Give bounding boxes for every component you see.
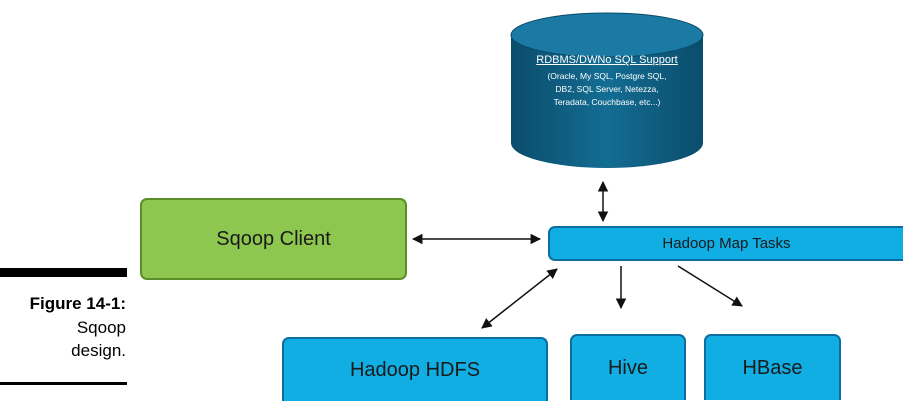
hadoop-hdfs-node: Hadoop HDFS [282, 337, 548, 401]
sqoop-client-node: Sqoop Client [140, 198, 407, 280]
database-cylinder [510, 12, 704, 168]
figure-caption-line-2: design. [71, 341, 126, 360]
database-line-2: DB2, SQL Server, Netezza, [555, 84, 659, 94]
maptasks-to-hbase-arrow [677, 265, 743, 307]
figure-caption-title: Figure 14-1: [29, 294, 126, 313]
database-line-3: Teradata, Couchbase, etc...) [553, 97, 661, 107]
hbase-node: HBase [704, 334, 841, 400]
database-title: RDBMS/DWNo SQL Support [536, 54, 678, 66]
caption-top-rule [0, 268, 127, 277]
hive-node: Hive [570, 334, 686, 400]
caption-bottom-rule [0, 382, 127, 385]
hadoop-map-tasks-node: Hadoop Map Tasks [548, 226, 903, 261]
database-line-1: (Oracle, My SQL, Postgre SQL, [547, 71, 667, 81]
maptasks-to-hdfs-arrow [481, 268, 558, 329]
figure-caption-line-1: Sqoop [76, 318, 126, 337]
